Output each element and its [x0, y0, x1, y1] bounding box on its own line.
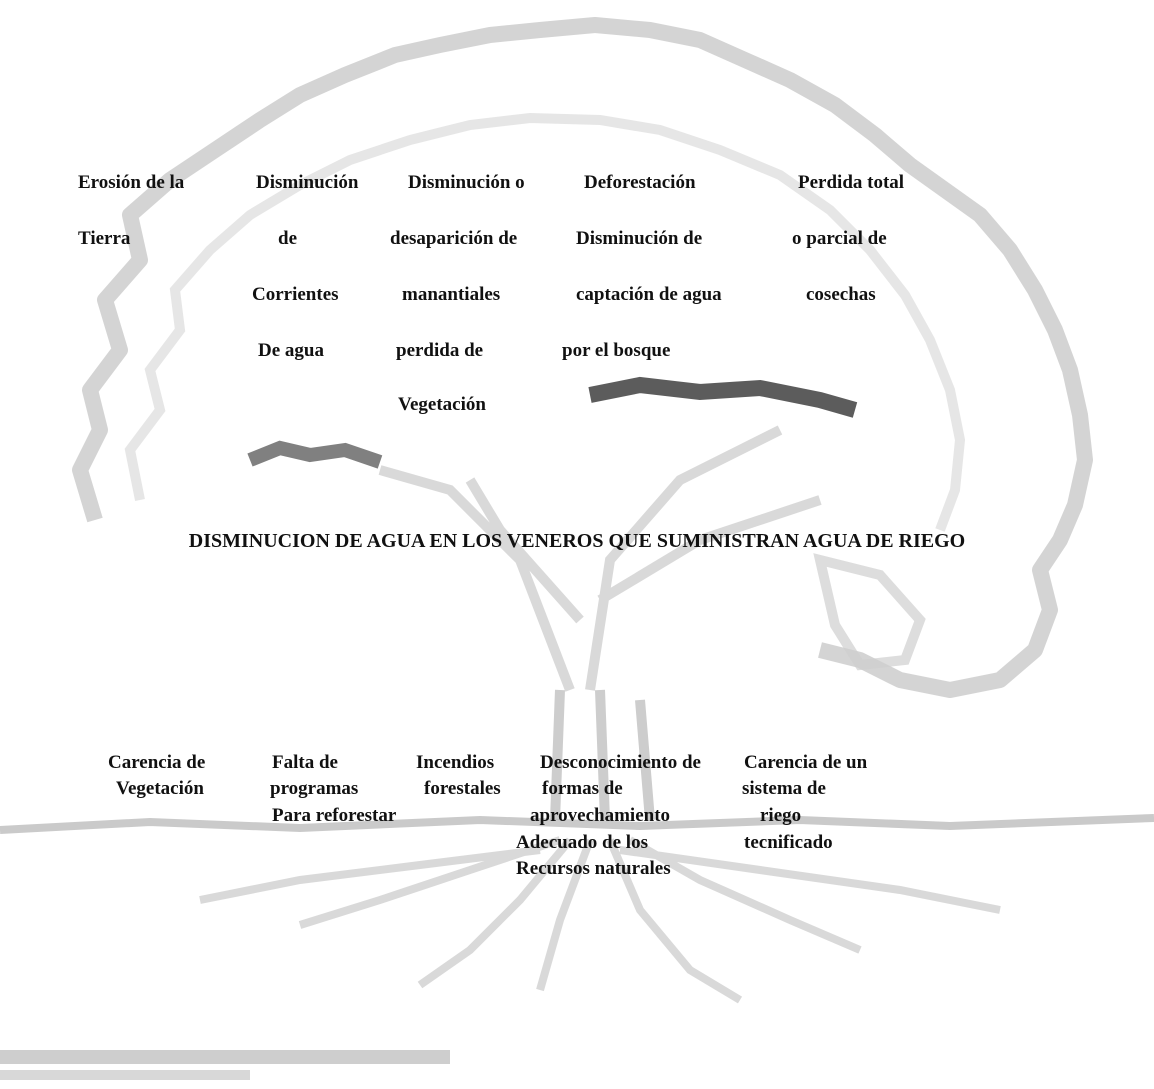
ground-line	[0, 814, 1154, 834]
cause-incendios-line-1: Incendios	[416, 752, 495, 773]
cause-riego-line-1: Carencia de un	[744, 752, 868, 773]
dark-branch-right	[588, 376, 858, 418]
roots	[199, 836, 1001, 1004]
cause-incendios-line-2: forestales	[424, 778, 501, 799]
cause-desconocimiento-line-5: Recursos naturales	[516, 858, 671, 879]
bottom-bar-1	[0, 1050, 450, 1064]
effect-corrientes-line-1: Disminución	[256, 172, 359, 193]
effect-cosechas-line-3: cosechas	[806, 284, 876, 305]
effect-manantiales-line-1: Disminución o	[408, 172, 525, 193]
cause-programas-line-2: programas	[270, 778, 359, 799]
effect-corrientes-line-2: de	[278, 228, 297, 249]
effect-deforestacion-line-1: Deforestación	[584, 172, 696, 193]
effect-manantiales-line-4: perdida de	[396, 340, 484, 361]
effect-erosion-line-2: Tierra	[78, 228, 131, 249]
tree-canopy-inner	[124, 112, 966, 532]
effect-manantiales-line-2: desaparición de	[390, 228, 518, 249]
effect-deforestacion-line-3: captación de agua	[576, 284, 722, 305]
canopy-right-lobe	[813, 553, 926, 671]
branches	[378, 425, 822, 692]
effect-cosechas-line-2: o parcial de	[792, 228, 887, 249]
cause-programas-line-3: Para reforestar	[272, 805, 397, 826]
effect-corrientes-line-4: De agua	[258, 340, 324, 361]
cause-programas-line-1: Falta de	[272, 752, 338, 773]
effect-deforestacion-line-4: por el bosque	[562, 340, 671, 361]
central-problem: DISMINUCION DE AGUA EN LOS VENEROS QUE S…	[188, 530, 966, 552]
effect-erosion-line-1: Erosión de la	[78, 172, 185, 193]
cause-desconocimiento-line-3: aprovechamiento	[530, 805, 671, 826]
effect-cosechas-line-1: Perdida total	[798, 172, 905, 193]
trunk	[550, 689, 655, 821]
tree-canopy-outline	[72, 17, 1093, 698]
cause-desconocimiento-line-4: Adecuado de los	[516, 832, 648, 853]
effect-manantiales-line-3: manantiales	[402, 284, 501, 305]
dark-branch-left	[247, 440, 383, 469]
effect-corrientes-line-3: Corrientes	[252, 284, 339, 305]
bottom-bar-2	[0, 1070, 250, 1080]
cause-vegetacion-line-2: Vegetación	[116, 778, 204, 799]
cause-riego-line-2: sistema de	[742, 778, 826, 799]
effect-manantiales-line-5: Vegetación	[398, 394, 486, 415]
cause-riego-line-4: tecnificado	[744, 832, 833, 853]
cause-desconocimiento-line-2: formas de	[542, 778, 623, 799]
effect-deforestacion-line-2: Disminución de	[576, 228, 703, 249]
cause-riego-line-3: riego	[760, 805, 802, 826]
cause-vegetacion-line-1: Carencia de	[108, 752, 206, 773]
cause-desconocimiento-line-1: Desconocimiento de	[540, 752, 701, 773]
